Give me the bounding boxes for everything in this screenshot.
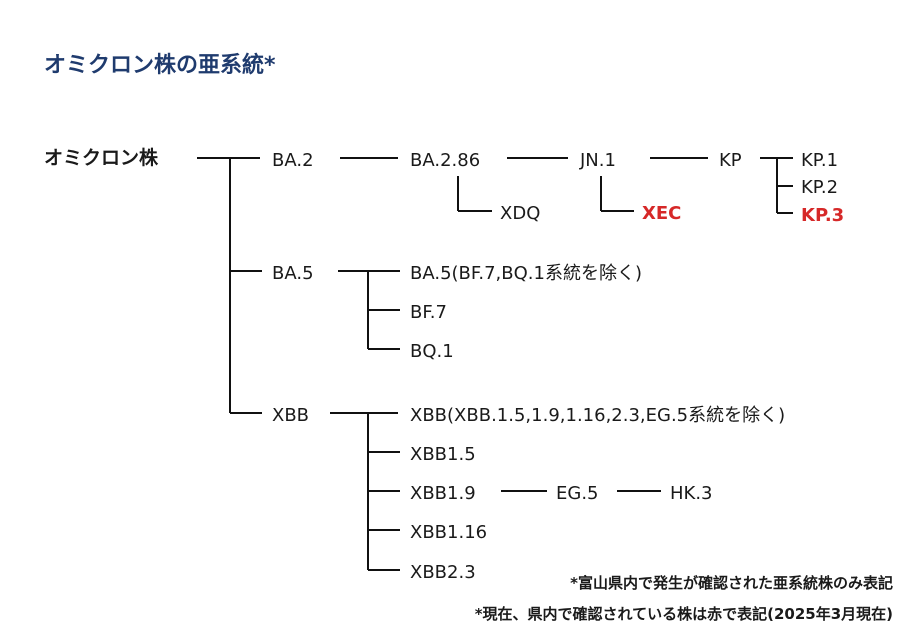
node-xbb: XBB [272,405,309,426]
node-ba5-other: BA.5(BF.7,BQ.1系統を除く) [410,263,642,284]
node-ba2: BA.2 [272,150,314,171]
tree-connectors [197,157,793,571]
node-hk3: HK.3 [670,483,713,504]
node-kp3-highlight: KP.3 [801,205,844,226]
node-bq1: BQ.1 [410,341,454,362]
footnote-color-legend: *現在、県内で確認されている株は赤で表記(2025年3月現在) [475,605,893,623]
node-xbb15: XBB1.5 [410,444,476,465]
node-xbb19: XBB1.9 [410,483,476,504]
page-title: オミクロン株の亜系統* [44,52,276,78]
node-xbb23: XBB2.3 [410,562,476,583]
footnote-scope: *富山県内で発生が確認された亜系統株のみ表記 [570,574,893,592]
node-kp: KP [719,150,742,171]
node-bf7: BF.7 [410,302,447,323]
node-eg5: EG.5 [556,483,599,504]
node-xdq: XDQ [500,203,540,224]
node-xec-highlight: XEC [642,203,681,224]
node-kp1: KP.1 [801,150,838,171]
root-label: オミクロン株 [44,146,159,169]
node-xbb-other: XBB(XBB.1.5,1.9,1.16,2.3,EG.5系統を除く) [410,405,785,426]
node-xbb116: XBB1.16 [410,522,487,543]
node-kp2: KP.2 [801,177,838,198]
node-jn1: JN.1 [579,150,616,171]
node-ba5: BA.5 [272,263,314,284]
node-ba286: BA.2.86 [410,150,480,171]
